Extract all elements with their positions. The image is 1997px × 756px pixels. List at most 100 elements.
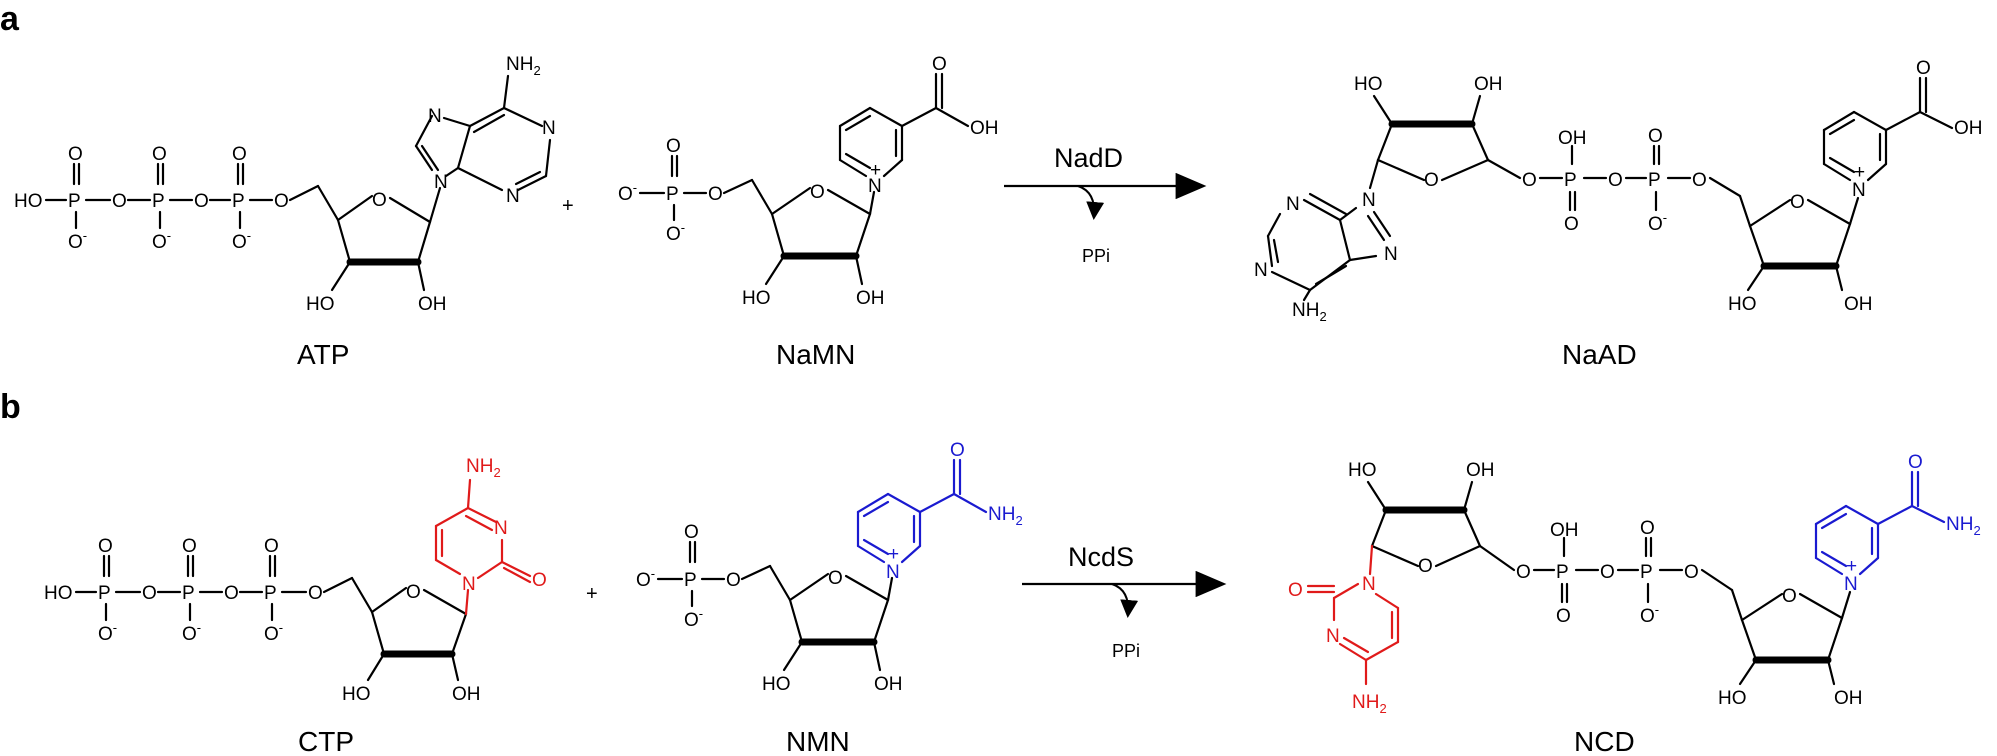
svg-text:O: O: [1556, 606, 1571, 627]
svg-text:NH2: NH2: [1292, 300, 1327, 324]
atp-structure: HO P O O- O P O O- O P O O- O O: [14, 54, 556, 315]
svg-text:O: O: [1684, 562, 1699, 583]
atom-nh2: NH2: [506, 54, 541, 78]
svg-text:N: N: [1254, 260, 1268, 281]
substrate2-label-b: NMN: [786, 726, 850, 756]
substrate1-label-b: CTP: [298, 726, 354, 756]
svg-text:OH: OH: [1954, 118, 1983, 139]
svg-text:P: P: [264, 583, 277, 604]
atom-p1: P: [68, 191, 81, 212]
svg-text:O-: O-: [1640, 602, 1659, 627]
svg-text:OH: OH: [1466, 460, 1495, 481]
svg-text:NH2: NH2: [988, 504, 1023, 528]
svg-text:O: O: [224, 583, 239, 604]
enzyme-label-a: NadD: [1054, 143, 1123, 173]
svg-text:P: P: [1564, 170, 1577, 191]
svg-text:O: O: [810, 182, 825, 203]
byproduct-label-b: PPi: [1112, 641, 1140, 661]
svg-text:O-: O-: [1648, 210, 1667, 235]
svg-text:P: P: [666, 184, 679, 205]
svg-text:O: O: [950, 440, 965, 461]
svg-text:N: N: [1362, 574, 1376, 595]
substrate1-label-a: ATP: [297, 339, 349, 370]
svg-text:OH: OH: [1558, 128, 1587, 149]
svg-text:O: O: [112, 191, 127, 212]
ncd-structure: HO OH O O P OH O O P O O- O O: [1288, 452, 1981, 716]
svg-text:N: N: [494, 518, 508, 539]
svg-text:O: O: [1424, 170, 1439, 191]
svg-text:O-: O-: [232, 228, 251, 253]
svg-text:O-: O-: [618, 180, 637, 205]
svg-text:O: O: [182, 536, 197, 557]
svg-text:O: O: [1516, 562, 1531, 583]
atom-o-minus: O-: [68, 228, 87, 253]
svg-text:+: +: [888, 544, 899, 565]
svg-text:OH: OH: [970, 118, 999, 139]
reaction-arrow-a: NadD PPi: [1004, 143, 1207, 266]
svg-text:O: O: [308, 583, 323, 604]
svg-text:O: O: [142, 583, 157, 604]
enzyme-label-b: NcdS: [1068, 542, 1134, 572]
svg-text:O: O: [1916, 58, 1931, 79]
svg-text:HO: HO: [342, 684, 371, 705]
svg-text:O: O: [1782, 586, 1797, 607]
svg-text:N: N: [1326, 626, 1340, 647]
svg-text:NH2: NH2: [1352, 692, 1387, 716]
svg-text:O: O: [1908, 452, 1923, 473]
svg-text:O: O: [532, 570, 547, 591]
svg-text:O: O: [1790, 192, 1805, 213]
svg-text:O-: O-: [264, 620, 283, 645]
svg-text:OH: OH: [1474, 74, 1503, 95]
svg-text:O: O: [726, 570, 741, 591]
atom-o: O: [68, 144, 83, 165]
svg-text:P: P: [1648, 170, 1661, 191]
svg-text:HO: HO: [762, 674, 791, 695]
product-label-b: NCD: [1574, 726, 1635, 756]
svg-text:O-: O-: [666, 220, 685, 245]
svg-text:OH: OH: [1844, 294, 1873, 315]
svg-text:O: O: [708, 184, 723, 205]
nmn-structure: O- P O O- O O HO OH N + O: [636, 440, 1023, 695]
svg-text:O-: O-: [98, 620, 117, 645]
svg-text:P: P: [98, 583, 111, 604]
svg-text:O: O: [98, 536, 113, 557]
svg-text:N: N: [542, 118, 556, 139]
svg-text:O-: O-: [636, 566, 655, 591]
svg-text:HO: HO: [1728, 294, 1757, 315]
ctp-structure: HO P O O- O P O O- O P O O- O O: [44, 456, 547, 705]
svg-text:P: P: [1640, 562, 1653, 583]
svg-text:N: N: [434, 172, 448, 193]
svg-text:N: N: [1286, 194, 1300, 215]
svg-text:N: N: [886, 562, 900, 583]
svg-text:N: N: [428, 106, 442, 127]
plus-sign: +: [562, 195, 574, 217]
svg-text:O: O: [1640, 518, 1655, 539]
svg-text:O: O: [194, 191, 209, 212]
svg-text:O: O: [684, 522, 699, 543]
svg-text:N: N: [1362, 190, 1376, 211]
svg-text:OH: OH: [452, 684, 481, 705]
svg-text:O: O: [1608, 170, 1623, 191]
svg-text:O: O: [372, 190, 387, 211]
svg-text:OH: OH: [856, 288, 885, 309]
svg-text:N: N: [1844, 574, 1858, 595]
svg-text:+: +: [586, 583, 598, 605]
svg-text:HO: HO: [1348, 460, 1377, 481]
svg-text:OH: OH: [1550, 520, 1579, 541]
svg-text:O-: O-: [182, 620, 201, 645]
svg-text:N: N: [462, 574, 476, 595]
svg-text:OH: OH: [1834, 688, 1863, 709]
svg-text:O: O: [264, 536, 279, 557]
svg-text:O: O: [1418, 556, 1433, 577]
svg-text:NH2: NH2: [1946, 514, 1981, 538]
svg-text:+: +: [870, 160, 881, 181]
panel-a-label: a: [0, 0, 20, 38]
svg-text:HO: HO: [1354, 74, 1383, 95]
svg-text:P: P: [152, 191, 165, 212]
svg-text:+: +: [1846, 556, 1857, 577]
reaction-arrow-b: NcdS PPi: [1022, 542, 1227, 661]
naad-structure: HO OH O O P OH O O P O O- O O: [1254, 58, 1983, 324]
svg-text:O: O: [1600, 562, 1615, 583]
